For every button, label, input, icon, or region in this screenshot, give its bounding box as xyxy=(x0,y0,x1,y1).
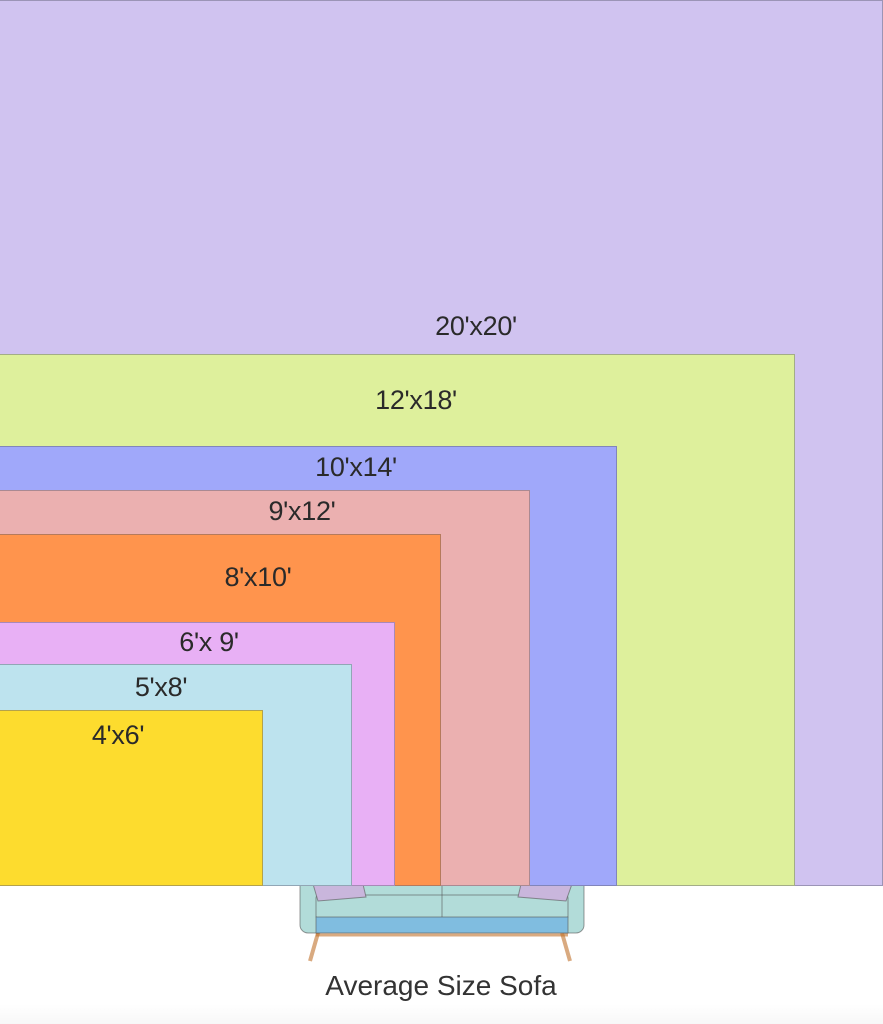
rug-4x6 xyxy=(0,710,263,886)
sofa-caption: Average Size Sofa xyxy=(325,970,557,1001)
rug-size-label: 10'x14' xyxy=(315,452,397,482)
bottom-fade xyxy=(0,1004,883,1024)
rug-size-label: 12'x18' xyxy=(375,385,457,415)
rug-size-label: 6'x 9' xyxy=(179,627,239,657)
rug-size-label: 20'x20' xyxy=(435,311,517,341)
rug-size-label: 8'x10' xyxy=(224,562,292,592)
rug-size-label: 9'x12' xyxy=(268,496,336,526)
rug-size-label: 4'x6' xyxy=(91,720,145,750)
rug-size-label: 5'x8' xyxy=(134,672,188,702)
